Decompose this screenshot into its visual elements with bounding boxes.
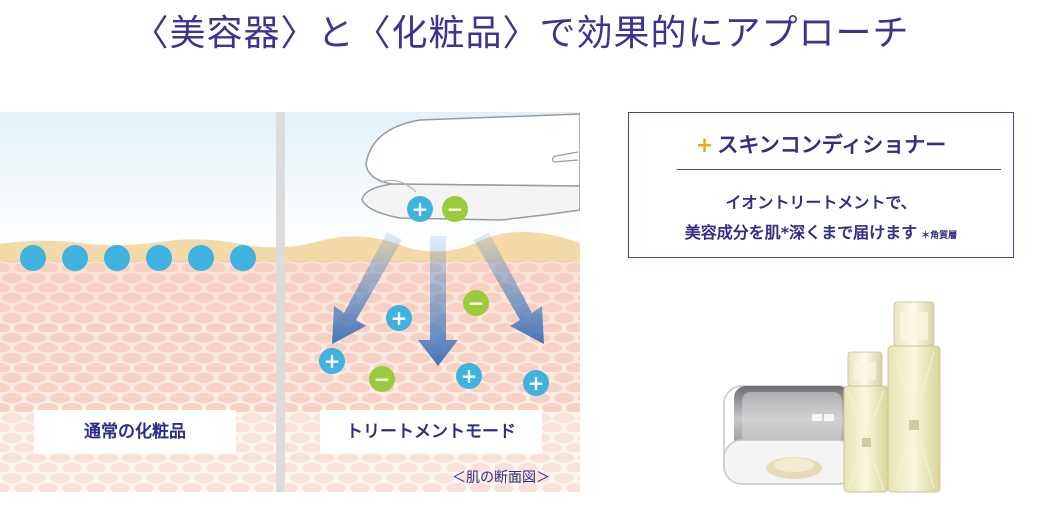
left-panel-label: 通常の化粧品	[34, 410, 236, 454]
positive-ion	[523, 370, 549, 396]
positive-ion	[319, 348, 345, 374]
cosmetic-drop	[230, 245, 256, 271]
ion-sign: +	[528, 371, 545, 395]
positive-ion	[386, 305, 412, 331]
small-bottle	[843, 351, 889, 493]
ion-sign: −	[374, 367, 391, 391]
skin-cross-section-diagram: + − + − + − + + 通常の化粧品 トリートメントモード ＜肌の断面図…	[0, 112, 581, 492]
ion-sign: +	[324, 349, 341, 373]
ion-sign: −	[447, 197, 464, 221]
plus-mark: +	[695, 133, 714, 157]
cosmetic-droplets	[20, 245, 256, 271]
product-image	[712, 290, 982, 500]
info-line-2: 美容成分を肌*深くまで届けます＊角質層	[629, 219, 1013, 243]
ion-sign: +	[391, 306, 408, 330]
ion-sign: +	[461, 364, 478, 388]
tall-bottle	[887, 301, 941, 493]
info-line-2-text: 美容成分を肌*深くまで届けます	[684, 223, 918, 242]
info-divider	[677, 169, 1001, 170]
penetration-arrows	[332, 232, 544, 366]
cross-section-caption: ＜肌の断面図＞	[452, 470, 550, 486]
skin-ions: + − + − + +	[319, 290, 549, 396]
info-heading: +スキンコンディショナー	[629, 129, 1013, 159]
cosmetic-drop	[20, 245, 46, 271]
ion-sign: +	[412, 197, 429, 221]
negative-ion	[442, 196, 468, 222]
beauty-device-head	[361, 113, 581, 221]
info-footnote: ＊角質層	[921, 231, 958, 241]
panel-divider	[276, 112, 285, 492]
cosmetic-drop	[188, 245, 214, 271]
cosmetic-drop	[146, 245, 172, 271]
beauty-device-case	[723, 385, 857, 485]
positive-ion	[407, 196, 433, 222]
negative-ion	[369, 366, 395, 392]
cosmetic-drop	[104, 245, 130, 271]
negative-ion	[463, 290, 489, 316]
right-panel-label: トリートメントモード	[320, 410, 542, 454]
page-title: 〈美容器〉と〈化粧品〉で効果的にアプローチ	[132, 13, 910, 54]
info-line-1: イオントリートメントで、	[725, 193, 917, 212]
arrow-center	[418, 236, 458, 366]
positive-ion	[456, 363, 482, 389]
info-heading-text: スキンコンディショナー	[717, 133, 947, 157]
product-illustration-svg	[723, 301, 941, 493]
ion-sign: −	[468, 291, 485, 315]
skin-conditioner-info-box: +スキンコンディショナー イオントリートメントで、 美容成分を肌*深くまで届けま…	[628, 112, 1014, 258]
cosmetic-drop	[62, 245, 88, 271]
arrow-right	[474, 232, 544, 344]
arrow-left	[332, 232, 402, 344]
device-ions: + −	[407, 196, 468, 222]
